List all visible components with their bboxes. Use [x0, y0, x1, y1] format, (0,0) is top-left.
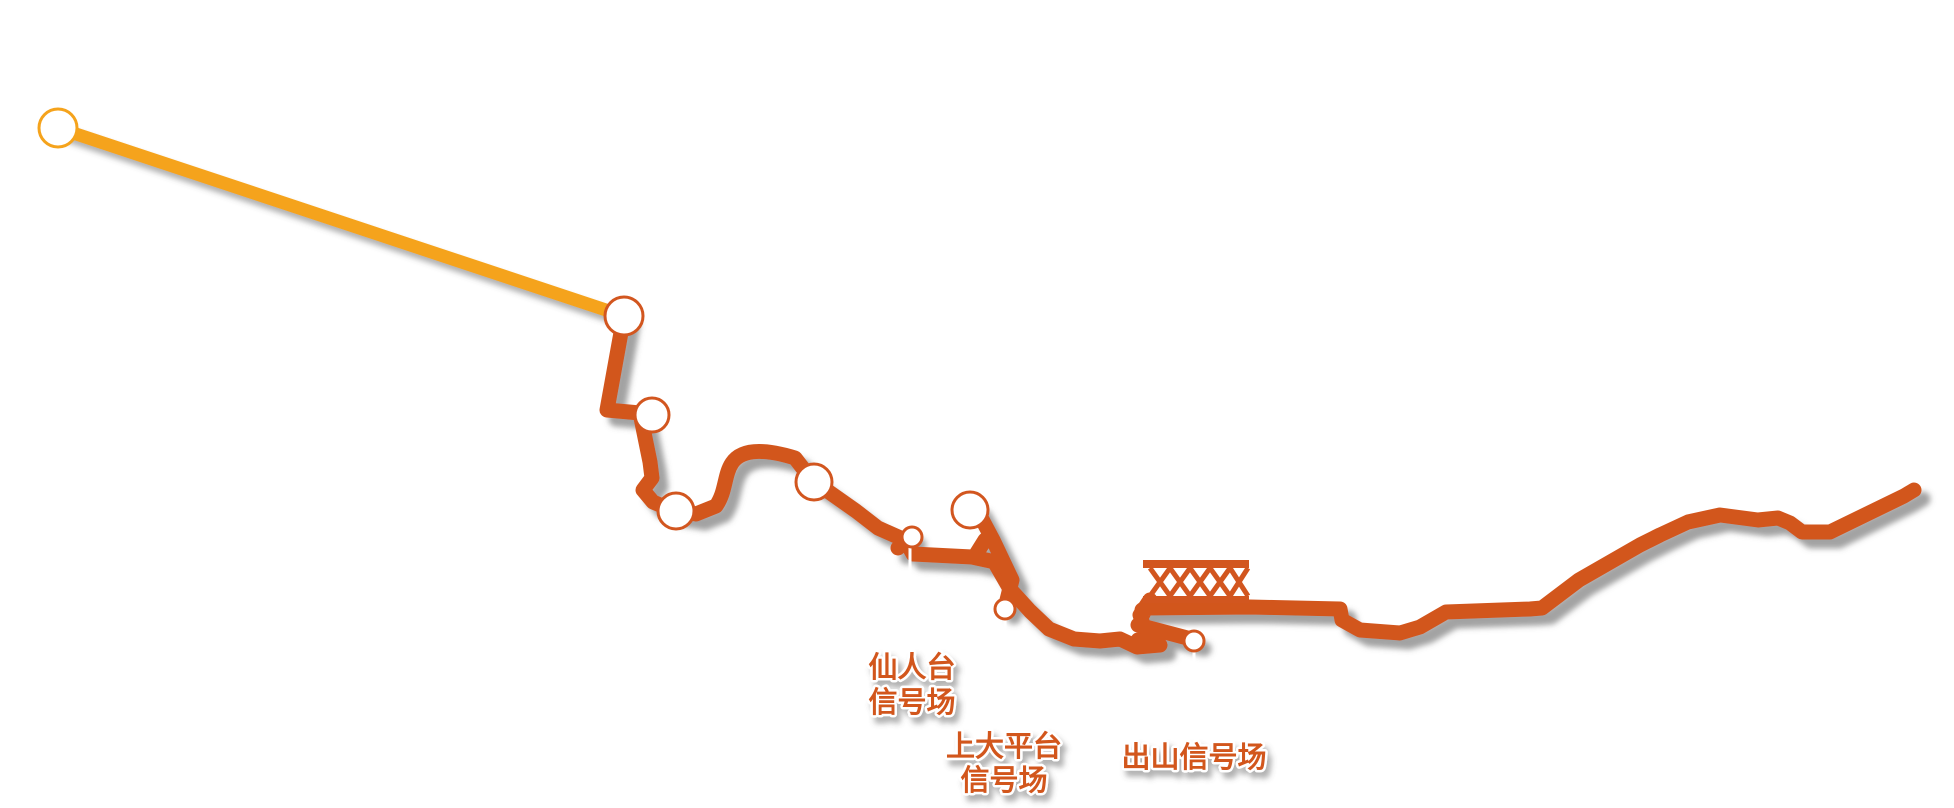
signal-yards: [900, 525, 1206, 666]
label-shangdapingtai-line1: 上大平台: [946, 729, 1062, 763]
station-3[interactable]: [656, 491, 696, 531]
truss-bridge-icon: [1143, 560, 1251, 603]
signal-yard-xianrentai-marker[interactable]: [900, 525, 924, 578]
bridge-bottom-chord: [1143, 596, 1249, 603]
signal-yard-shangdapingtai-marker[interactable]: [993, 597, 1017, 630]
label-xianrentai-line1: 仙人台: [868, 650, 955, 684]
station-2[interactable]: [633, 396, 671, 434]
branch-junction: [967, 532, 993, 564]
label-shangdapingtai-line2: 信号场: [960, 763, 1047, 797]
branch-line: [51, 121, 631, 323]
bridge-top-chord: [1143, 560, 1249, 568]
branch-upper: [968, 500, 1020, 616]
station-labels: 仙人台 信号场 上大平台 信号场 出山信号场: [866, 648, 1269, 800]
signal-yard-chushan-marker[interactable]: [1182, 629, 1206, 666]
station-4[interactable]: [794, 462, 834, 502]
label-xianrentai-line2: 信号场: [868, 685, 955, 719]
main-line: [599, 308, 1922, 655]
station-terminal-west[interactable]: [37, 107, 79, 149]
station-5[interactable]: [950, 490, 990, 530]
bridge-truss: [1147, 563, 1251, 601]
label-chushan: 出山信号场: [1121, 740, 1266, 774]
station-junction[interactable]: [603, 295, 645, 337]
stations: [37, 107, 990, 531]
